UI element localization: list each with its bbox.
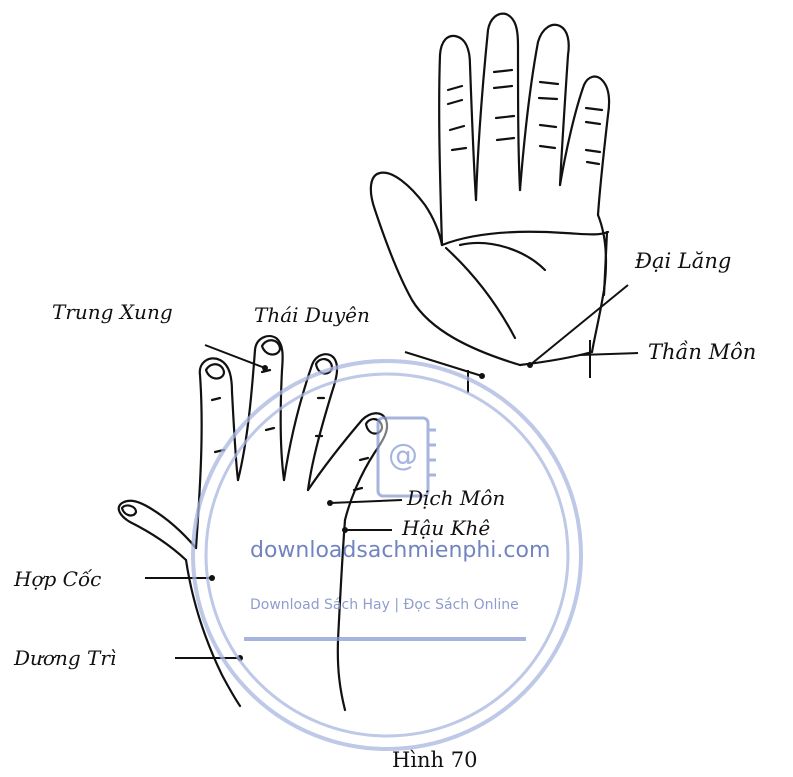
book-at-icon: @	[378, 418, 436, 496]
label-trung-xung: Trung Xung	[52, 300, 173, 324]
label-hau-khe: Hậu Khê	[402, 516, 490, 540]
label-hop-coc: Hợp Cốc	[14, 567, 101, 591]
watermark-tagline: Download Sách Hay | Đọc Sách Online	[250, 597, 519, 613]
label-dai-lang: Đại Lăng	[635, 249, 731, 273]
label-dich-mon: Dịch Môn	[407, 486, 505, 510]
watermark-bar	[244, 637, 526, 641]
label-thai-duyen: Thái Duyên	[254, 303, 370, 327]
watermark-url: downloadsachmienphi.com	[250, 538, 550, 563]
figure-caption: Hình 70	[392, 748, 477, 772]
label-than-mon: Thần Môn	[648, 340, 756, 364]
svg-text:@: @	[388, 438, 418, 473]
label-duong-tri: Dương Trì	[14, 646, 116, 670]
